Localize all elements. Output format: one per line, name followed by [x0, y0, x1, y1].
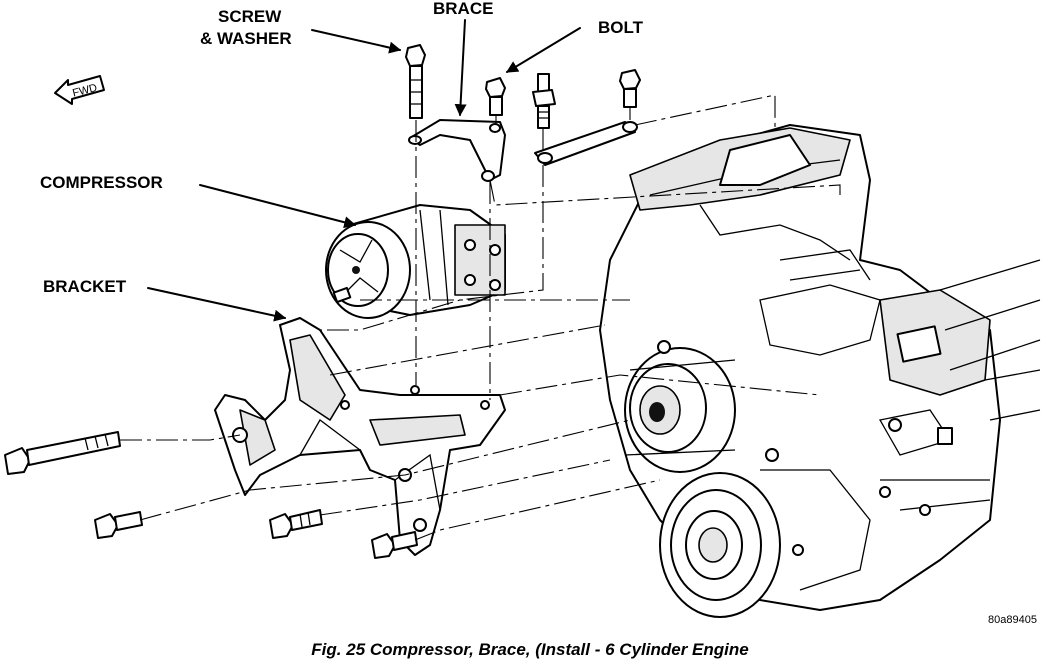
bolt-lower-3: [371, 531, 418, 559]
bolt-lower-1: [94, 511, 143, 539]
long-bolt-left: [4, 431, 121, 475]
label-bolt: BOLT: [598, 18, 644, 37]
screw-and-washer-top: [405, 44, 426, 119]
label-brace: BRACE: [433, 0, 493, 18]
bolt-lower-2: [269, 509, 323, 539]
leader-arrows: [147, 19, 581, 322]
alignment-lines: [120, 94, 841, 541]
stud-top: [532, 73, 556, 129]
forward-direction-icon: FWD: [54, 75, 105, 105]
label-compressor: COMPRESSOR: [40, 173, 163, 192]
crankshaft-pulley: [659, 472, 781, 618]
figure-id: 80a89405: [988, 614, 1037, 626]
ac-compressor: [325, 204, 506, 319]
fwd-label: FWD: [71, 82, 98, 100]
label-and-washer: & WASHER: [200, 29, 292, 48]
brace: [408, 119, 506, 182]
bolt-top: [485, 77, 506, 116]
bolt-top-right: [619, 69, 641, 108]
label-screw: SCREW: [218, 7, 282, 26]
figure-caption: Fig. 25 Compressor, Brace, (Install - 6 …: [311, 640, 749, 659]
alternator: [624, 340, 779, 473]
upper-link-bar: [534, 121, 638, 166]
label-bracket: BRACKET: [43, 277, 127, 296]
compressor-bracket: [214, 317, 506, 556]
